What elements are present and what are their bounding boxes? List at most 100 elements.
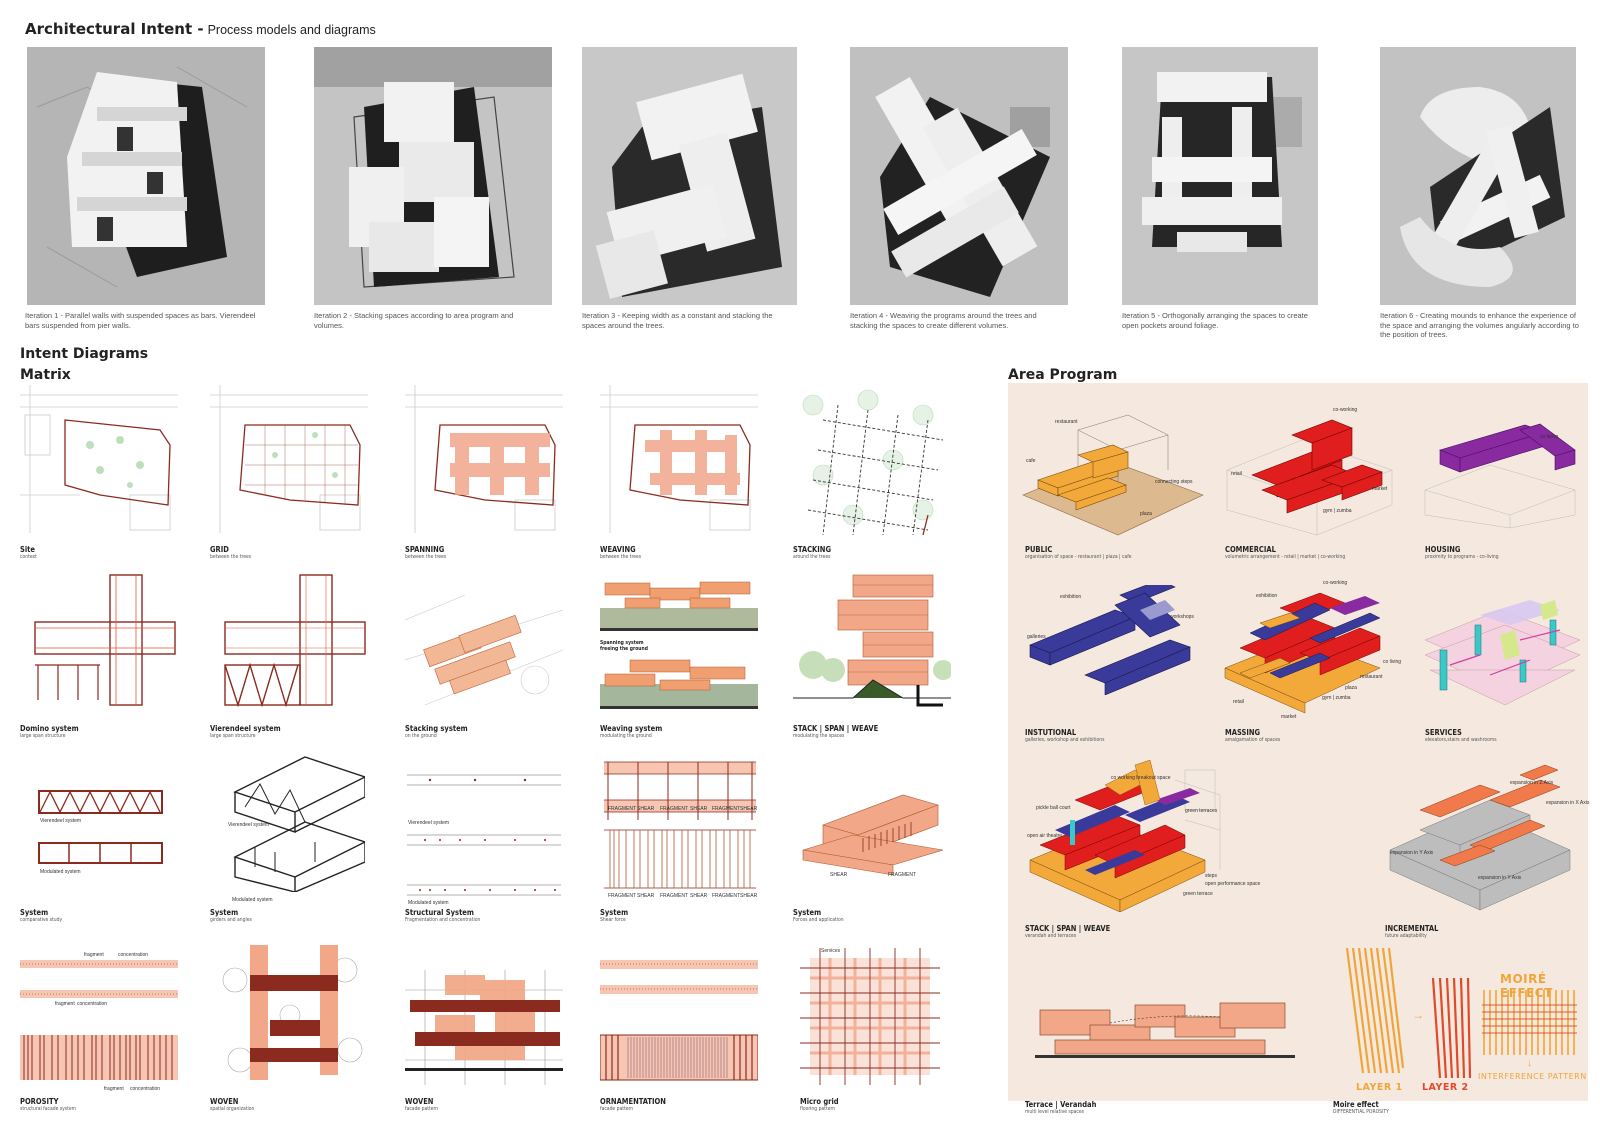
iteration-2-caption: Iteration 2 - Stacking spaces according …	[314, 311, 514, 330]
label-sub: on the ground	[405, 733, 437, 739]
label-title: WEAVING	[600, 545, 636, 554]
label-sub: Fragmentation and concentration	[405, 917, 481, 923]
label-sub: structural facade system	[20, 1106, 77, 1112]
stack-span-weave-section	[793, 570, 951, 720]
area-sub: future adaptability	[1385, 933, 1427, 939]
ann-exp-y-1: expansion in Y Axis	[1390, 850, 1434, 856]
forces-isometric	[793, 790, 943, 880]
grid-plan	[210, 385, 368, 533]
area-sub: galleries, workshop and exhibitions	[1025, 737, 1105, 743]
label-sub: between the trees	[405, 554, 447, 560]
structural-system-lines	[405, 765, 563, 900]
ann-green-terrace: green terrace	[1183, 891, 1213, 897]
label-title: Domino system	[20, 724, 79, 733]
label-sub: facade pattern	[600, 1106, 634, 1112]
modulated-system-caption: Modulated system	[40, 869, 81, 875]
fragment-label-6: FRAGMENT	[712, 893, 741, 899]
spanning-plan	[405, 385, 563, 533]
moire-layer-1	[1345, 948, 1405, 1083]
area-title: MASSING	[1225, 728, 1261, 737]
area-title: Terrace | Verandah	[1025, 1100, 1097, 1109]
woven-facade-diagram	[405, 970, 563, 1085]
ann-co-working-1: co-working	[1333, 407, 1358, 413]
fragment-ann-2: fragment	[55, 1001, 75, 1007]
iteration-5-photo	[1122, 47, 1318, 305]
moire-title: MOIRÉ EFFECT	[1500, 972, 1553, 1000]
area-sub: amalgamation of spaces	[1225, 737, 1281, 743]
ann-exp-x: expansion in X Axis	[1546, 800, 1590, 806]
area-sub: DIFFERENTIAL POROSITY	[1333, 1109, 1389, 1115]
porosity-facade	[20, 955, 178, 1085]
isometric-trusses	[225, 752, 365, 892]
ann-exp-y-2: expansion in Y Axis	[1478, 875, 1522, 881]
iteration-4-photo	[850, 47, 1068, 305]
label-title: SPANNING	[405, 545, 445, 554]
ann-cafe: cafe	[1026, 458, 1036, 464]
page-subtitle: Process models and diagrams	[207, 23, 376, 37]
micro-grid-pattern	[800, 948, 940, 1085]
label-title: Weaving system	[600, 724, 663, 733]
label-sub: modulating the spaces	[793, 733, 845, 739]
area-title: INSTUTIONAL	[1025, 728, 1077, 737]
vierendeel-system-caption-3: Vierendeel system	[408, 820, 450, 826]
layer-2-label: LAYER 2	[1422, 1082, 1469, 1093]
iteration-4-caption: Iteration 4 - Weaving the programs aroun…	[850, 311, 1037, 330]
label-title: Site	[20, 545, 35, 554]
ornamentation-facade	[600, 955, 758, 1085]
area-sub: verandah and terraces	[1025, 933, 1077, 939]
label-title: Stacking system	[405, 724, 468, 733]
woven-spatial-diagram	[215, 940, 365, 1085]
iteration-1-photo	[27, 47, 265, 305]
concentration-ann-2: concentration	[77, 1001, 108, 1007]
label-sub: between the trees	[600, 554, 642, 560]
shear-label-7: SHEAR	[830, 872, 848, 878]
fragment-ann-3: fragment	[104, 1086, 124, 1092]
commercial-isometric	[1222, 400, 1397, 540]
label-title: System	[793, 908, 822, 917]
ann-workshops: workshops	[1170, 614, 1194, 620]
area-sub: elevators,stairs and washrooms	[1425, 737, 1497, 743]
stack-span-weave-isometric	[1025, 760, 1225, 920]
label-sub: facade pattern	[405, 1106, 439, 1112]
modulated-system-caption-3: Modulated system	[408, 900, 449, 906]
area-sub: proximity to programs - co-living	[1425, 554, 1499, 560]
concentration-ann-1: concentration	[118, 952, 149, 958]
ann-co-living-1: co living	[1540, 434, 1559, 440]
area-title: PUBLIC	[1025, 545, 1053, 554]
iteration-5-caption: Iteration 5 - Orthogonally arranging the…	[1122, 311, 1308, 330]
fragment-label-7: FRAGMENT	[888, 872, 917, 878]
intent-diagrams-heading: Intent Diagrams	[20, 346, 149, 362]
moire-interference	[1482, 990, 1577, 1055]
label-title: STACKING	[793, 545, 831, 554]
vierendeel-system-diagram	[210, 570, 368, 715]
shear-label-2: SHEAR	[690, 806, 708, 812]
label-title: System	[210, 908, 239, 917]
label-title: Micro grid	[800, 1097, 839, 1106]
ann-co-living-2: co living	[1383, 659, 1402, 665]
fragment-label-4: FRAGMENT	[608, 893, 637, 899]
ann-open-air-theatre: open air theatre	[1027, 833, 1063, 839]
interference-pattern-label: INTERFERENCE PATTERN	[1478, 1072, 1587, 1081]
institutional-isometric	[1025, 585, 1200, 695]
label-sub: around the trees	[793, 554, 831, 560]
fragment-label-2: FRAGMENT	[660, 806, 689, 812]
stacking-system-diagram	[405, 590, 563, 710]
